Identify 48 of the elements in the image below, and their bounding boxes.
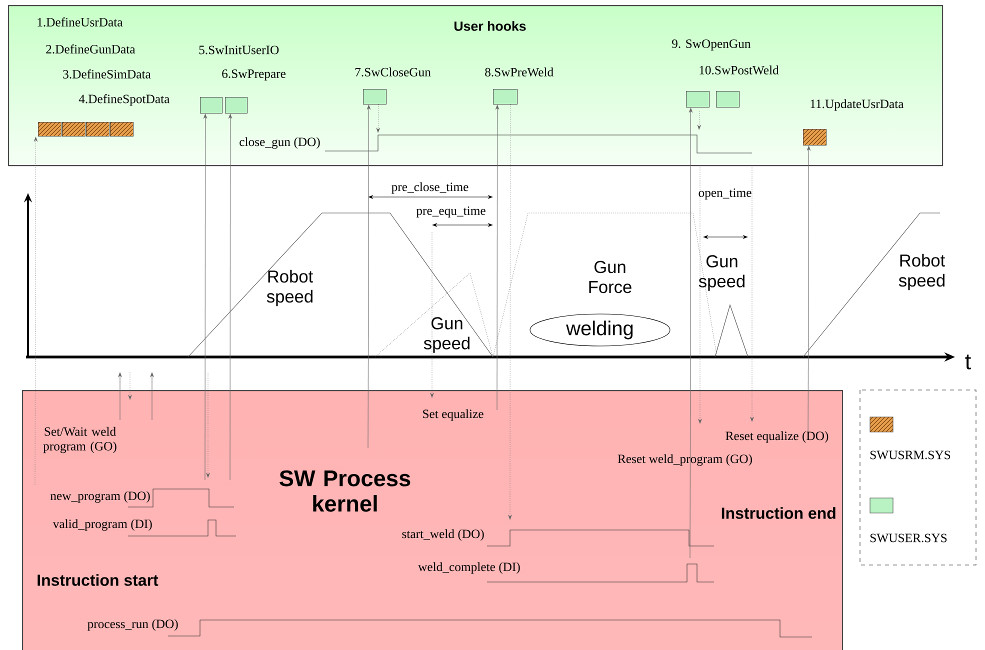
- hook-label: 4.DefineSpotData: [78, 94, 170, 106]
- hook-label: 3.DefineSimData: [63, 69, 151, 79]
- event-label: Set/Wait weld program (GO): [43, 426, 116, 454]
- hook-box: [200, 97, 223, 114]
- hook-box: [110, 122, 134, 137]
- panel-title: SW Process kernel: [280, 470, 410, 512]
- axis-label: t: [965, 354, 971, 370]
- hook-box: [716, 91, 740, 108]
- phase-label: Instruction start: [38, 574, 158, 586]
- signal-label: start_weld (DO): [402, 529, 484, 541]
- curve-label: Robot speed: [266, 270, 313, 306]
- hook-box: [86, 122, 110, 137]
- hook-box: [686, 91, 710, 108]
- curve-label: Gun speed: [424, 317, 470, 353]
- curve-label: Robot speed: [898, 254, 945, 290]
- hook-box: [62, 122, 86, 137]
- panel-title: User hooks: [454, 21, 526, 31]
- hook-label: 6.SwPrepare: [222, 69, 286, 81]
- dimension-label: pre_close_time: [392, 182, 468, 194]
- hook-label: 10.SwPostWeld: [700, 66, 779, 74]
- curve-label: Gun speed: [698, 255, 744, 291]
- hook-label: 5.SwInitUserIO: [199, 46, 279, 54]
- hook-label: 1.DefineUsrData: [38, 17, 123, 27]
- event-label: Reset weld_program (GO): [618, 454, 752, 466]
- event-label: Set equalize: [423, 409, 484, 421]
- signal-label: process_run (DO): [88, 619, 178, 631]
- signal-label: valid_program (DI): [52, 519, 152, 531]
- hook-box: [225, 97, 248, 114]
- hook-label: 8.SwPreWeld: [485, 68, 554, 76]
- dimension-label: open_time: [698, 188, 752, 200]
- legend-label: SWUSRM.SYS: [870, 450, 950, 460]
- arrow: [376, 104, 380, 133]
- hook-label: 2.DefineGunData: [46, 44, 136, 54]
- hook-box: [38, 122, 62, 137]
- signal-label: new_program (DO): [50, 491, 150, 503]
- event-label: Reset equalize (DO): [726, 431, 828, 443]
- dimension-label: pre_equ_time: [416, 206, 486, 218]
- signal-label: weld_complete (DI): [418, 562, 520, 574]
- hook-box: [493, 89, 518, 105]
- hook-label: 11.UpdateUsrData: [810, 99, 904, 111]
- legend-label: SWUSER.SYS: [870, 534, 947, 542]
- hook-label: 9. SwOpenGun: [672, 39, 751, 51]
- hook-box: [363, 89, 387, 105]
- signal-label: close_gun (DO): [240, 137, 320, 149]
- hook-box: [803, 129, 827, 146]
- hook-label: 7.SwCloseGun: [355, 68, 431, 76]
- phase-label: Instruction end: [722, 507, 836, 519]
- curve-label: Gun Force: [589, 260, 632, 294]
